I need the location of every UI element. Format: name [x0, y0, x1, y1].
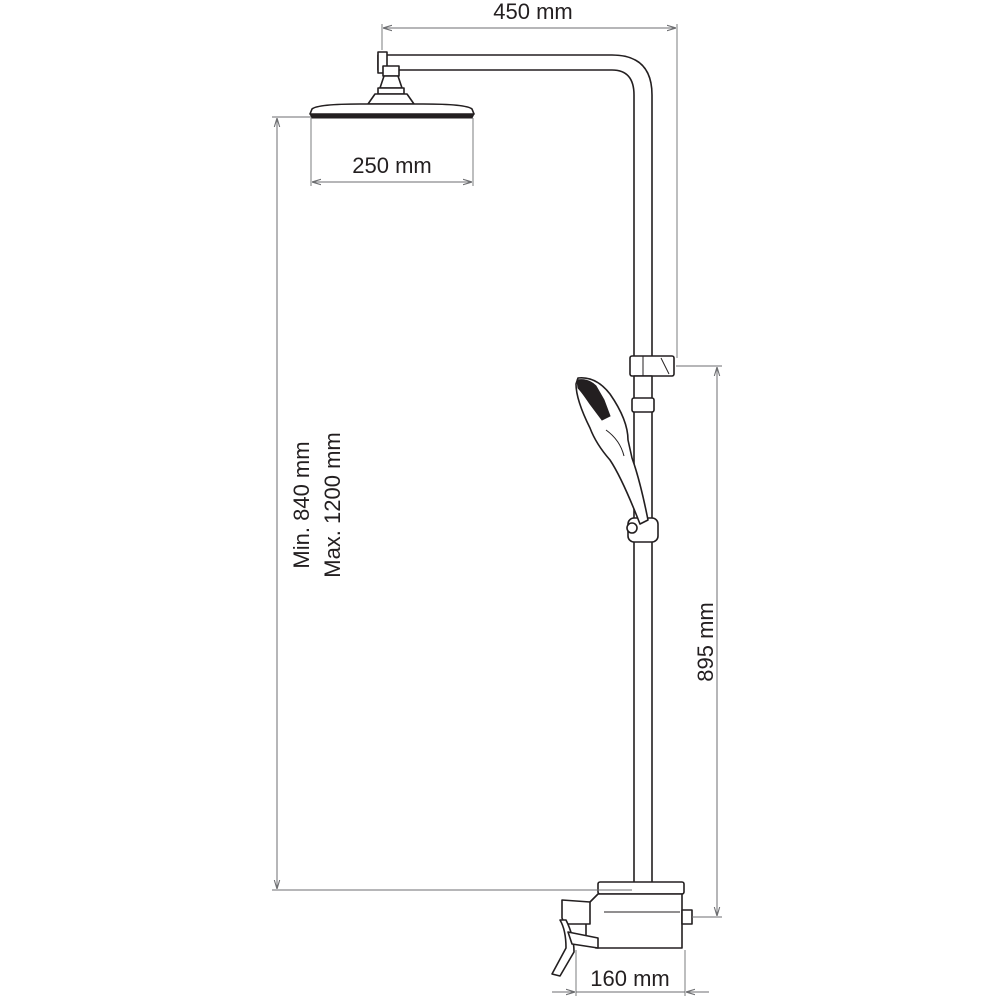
head-diameter-label: 250 mm — [352, 153, 431, 178]
hand-shower — [575, 377, 649, 525]
slider-bracket — [629, 355, 675, 377]
dimension-arm-length: 450 mm — [381, 0, 678, 358]
slide-height-label: 895 mm — [693, 602, 718, 681]
shower-arm — [377, 54, 653, 359]
bar-collar — [631, 397, 655, 413]
head-connector — [367, 65, 415, 105]
shower-column — [309, 51, 693, 977]
mixer-body — [585, 881, 693, 949]
dimension-head-diameter: 250 mm — [310, 118, 474, 186]
height-min-label: Min. 840 mm — [289, 441, 314, 568]
dimension-mixer-depth: 160 mm — [552, 950, 709, 996]
height-max-label: Max. 1200 mm — [320, 432, 345, 578]
dimension-slide-height: 895 mm — [676, 365, 722, 918]
dimension-total-height: Min. 840 mm Max. 1200 mm — [272, 116, 632, 891]
rain-shower-head — [309, 103, 475, 119]
arm-length-label: 450 mm — [493, 0, 572, 24]
sliding-bar — [633, 375, 653, 885]
mixer-depth-label: 160 mm — [590, 966, 669, 991]
mixer-lever — [551, 899, 599, 977]
